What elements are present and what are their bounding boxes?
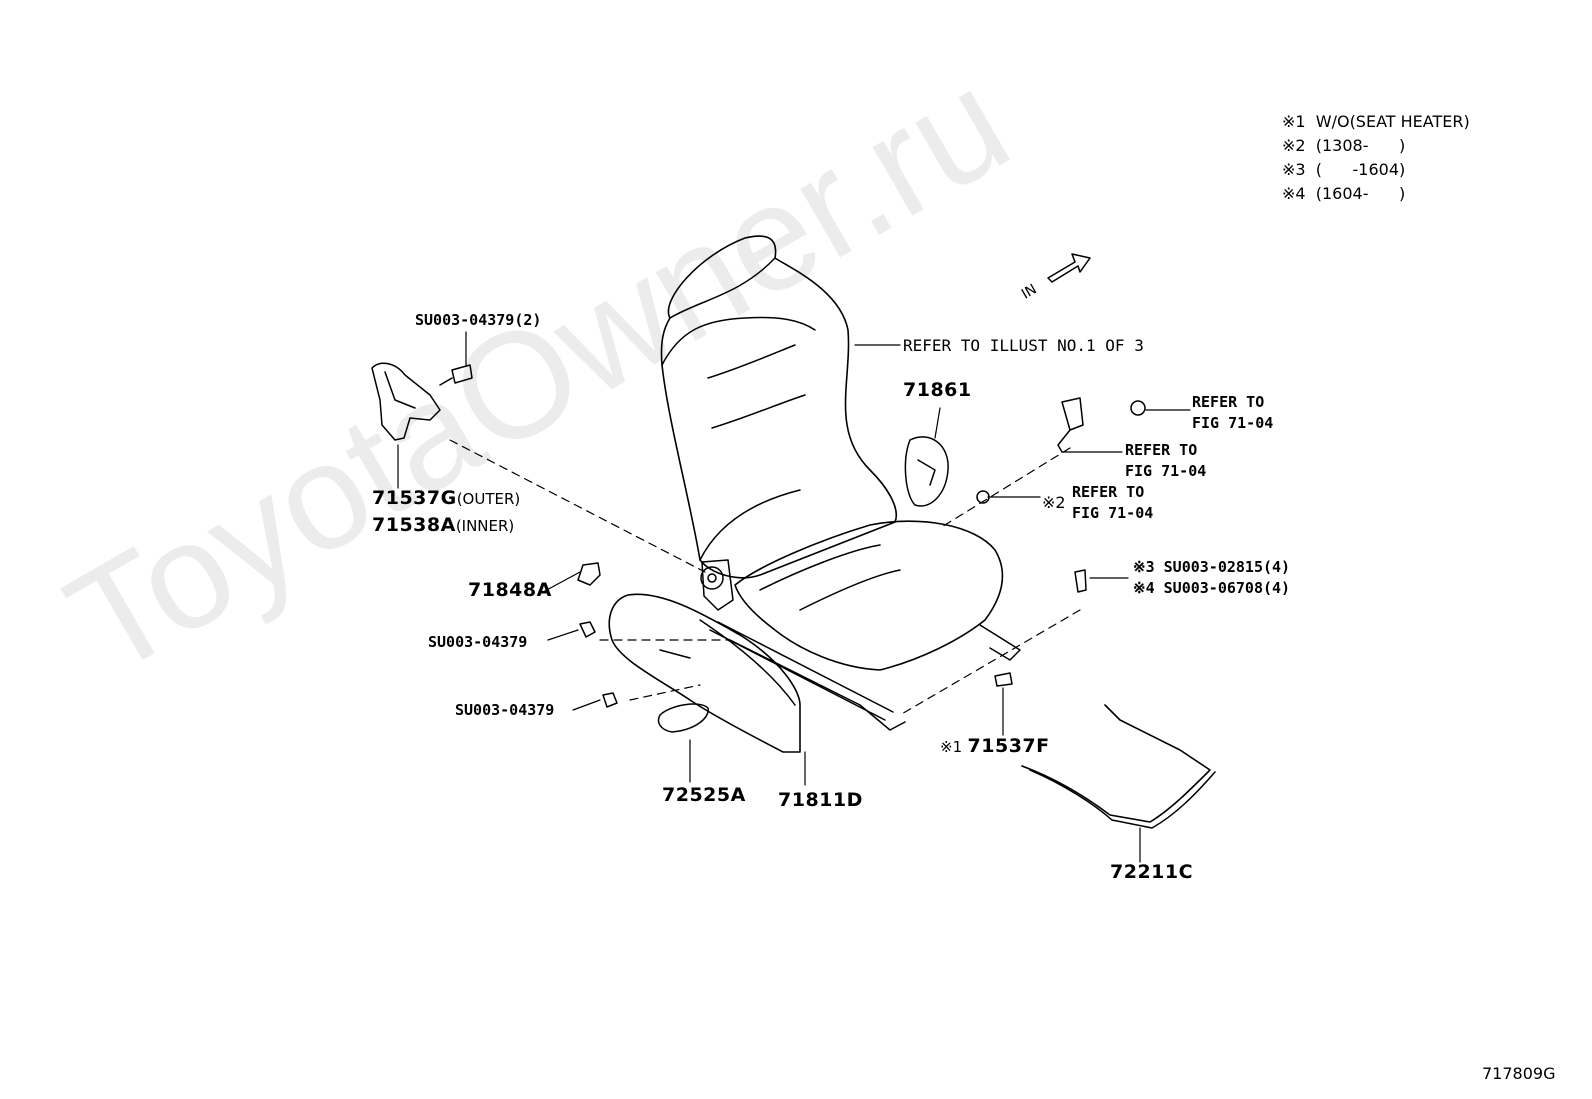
seat-rails-drawing — [709, 621, 1021, 731]
label-72525a: 72525A — [662, 784, 746, 806]
outer-note: (OUTER) — [456, 490, 521, 508]
bracket-drawing — [371, 362, 441, 441]
screw-a-drawing — [579, 621, 596, 638]
side-shield-drawing — [608, 593, 801, 753]
pad-drawing — [994, 672, 1013, 687]
note-4: ※4 (1604- ) — [1282, 184, 1406, 203]
clip-drawing — [577, 562, 601, 586]
label-su003-04379-2: SU003-04379(2) — [415, 311, 542, 329]
label-refer-buckle: REFER TO FIG 71-04 — [1125, 440, 1206, 482]
refer-washer-line2: FIG 71-04 — [1072, 504, 1154, 522]
refer-buckle-line1: REFER TO — [1125, 441, 1198, 459]
figure-code: 717809G — [1482, 1064, 1556, 1083]
cover-drawing — [904, 436, 949, 507]
inner-note: (INNER) — [455, 517, 515, 535]
label-71537f: ※1 71537F — [940, 736, 1050, 757]
note-3: ※3 ( -1604) — [1282, 160, 1406, 179]
note-2: ※2 (1308- ) — [1282, 136, 1406, 155]
part-71537f: 71537F — [967, 735, 1050, 757]
in-arrow-icon — [1047, 253, 1091, 283]
screw-b-drawing — [602, 692, 618, 708]
label-71848a: 71848A — [468, 579, 552, 601]
notes-legend: ※1 W/O(SEAT HEATER) ※2 (1308- ) ※3 ( -16… — [1282, 110, 1470, 206]
label-su003-04379-b: SU003-04379 — [455, 701, 555, 719]
leader-lines — [397, 331, 1191, 863]
bolt-right-drawing — [1074, 569, 1087, 593]
part-71538a: 71538A — [372, 514, 456, 536]
label-71811d: 71811D — [778, 789, 863, 811]
part-71537f-mark: ※1 — [940, 738, 963, 756]
label-refer-washer-mark: ※2 — [1042, 493, 1066, 512]
label-refer-buckle-nut: REFER TO FIG 71-04 — [1192, 392, 1273, 434]
knob-drawing — [657, 703, 709, 733]
seat-back-drawing — [660, 235, 897, 579]
recliner-drawing — [700, 559, 734, 611]
label-bolt-su003-06708: ※4 SU003-06708(4) — [1133, 579, 1291, 597]
label-71537g: 71537G(OUTER) — [372, 488, 520, 509]
refer-buckle-line2: FIG 71-04 — [1125, 462, 1207, 480]
label-su003-04379-a: SU003-04379 — [428, 633, 528, 651]
label-bolt-su003-02815: ※3 SU003-02815(4) — [1133, 558, 1291, 576]
note-1: ※1 W/O(SEAT HEATER) — [1282, 112, 1470, 131]
label-71538a: 71538A(INNER) — [372, 515, 514, 536]
part-71537g: 71537G — [372, 487, 457, 509]
label-refer-washer: REFER TO FIG 71-04 — [1072, 482, 1153, 524]
refer-washer-line1: REFER TO — [1072, 483, 1145, 501]
label-72211c: 72211C — [1110, 861, 1194, 883]
refer-buckle-nut-line2: FIG 71-04 — [1192, 414, 1274, 432]
refer-illust-label: REFER TO ILLUST NO.1 OF 3 — [903, 336, 1144, 355]
buckle-drawing — [976, 397, 1146, 504]
dashed-connectors — [449, 439, 1081, 716]
wire-frame-drawing — [1021, 704, 1216, 829]
label-71861: 71861 — [903, 379, 972, 401]
bolt-drawing — [439, 364, 473, 386]
refer-buckle-nut-line1: REFER TO — [1192, 393, 1265, 411]
seat-cushion-drawing — [734, 520, 1004, 671]
